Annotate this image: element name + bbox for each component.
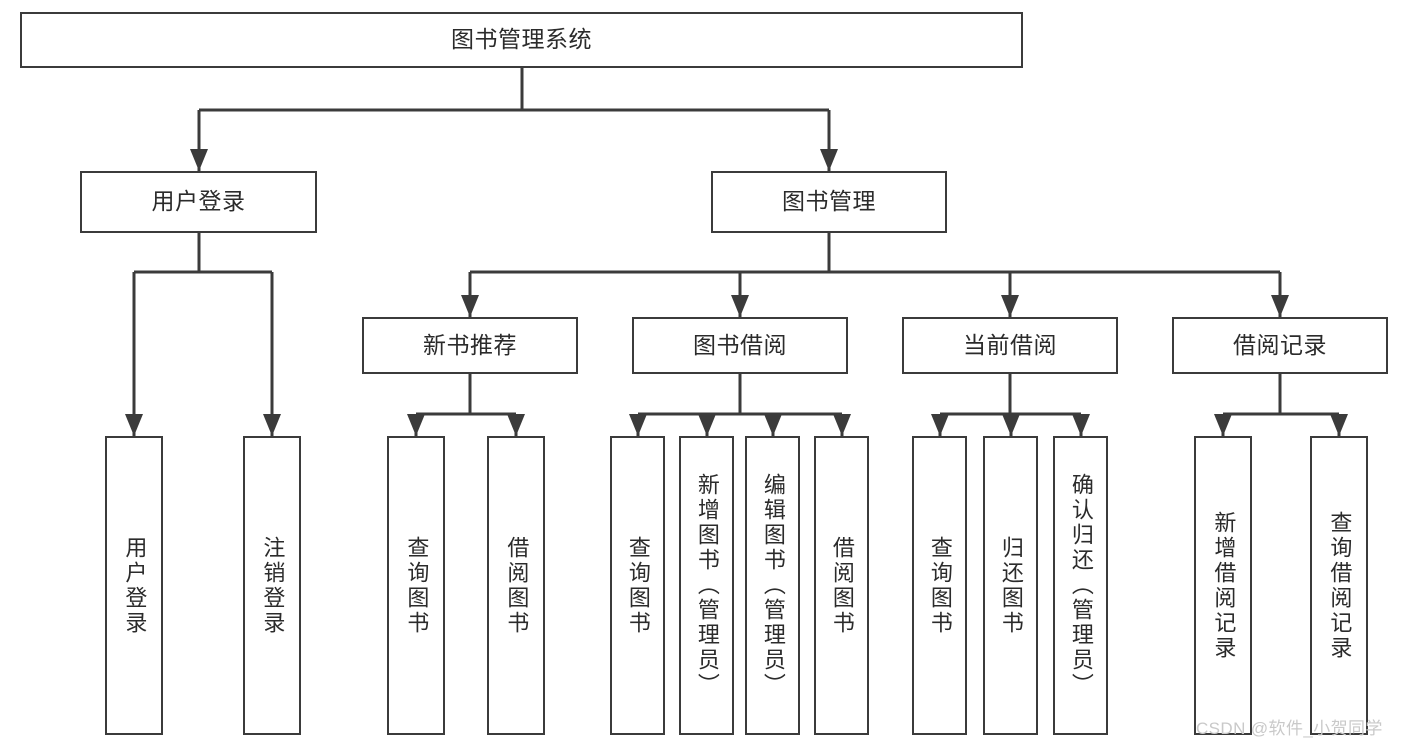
- node-leaf-query-book-3[interactable]: 查询图书: [912, 436, 967, 735]
- node-leaf-query-borrow-record[interactable]: 查询借阅记录: [1310, 436, 1368, 735]
- arrowhead-leaf-add-book-admin: [698, 414, 716, 436]
- edges-group: [125, 68, 1348, 436]
- arrowhead-leaf-return-book: [1002, 414, 1020, 436]
- node-label-root: 图书管理系统: [451, 26, 592, 53]
- node-label-leaf-edit-book-admin: 编辑图书（管理员）: [760, 473, 786, 698]
- arrowhead-leaf-query-borrow-record: [1330, 414, 1348, 436]
- node-leaf-add-book-admin[interactable]: 新增图书（管理员）: [679, 436, 734, 735]
- node-label-leaf-query-borrow-record: 查询借阅记录: [1327, 510, 1353, 661]
- node-leaf-query-book-2[interactable]: 查询图书: [610, 436, 665, 735]
- node-leaf-edit-book-admin[interactable]: 编辑图书（管理员）: [745, 436, 800, 735]
- node-label-leaf-add-borrow-record: 新增借阅记录: [1211, 510, 1237, 661]
- arrowhead-leaf-query-book-1: [407, 414, 425, 436]
- arrowhead-leaf-confirm-return-admin: [1072, 414, 1090, 436]
- node-leaf-user-logout[interactable]: 注销登录: [243, 436, 301, 735]
- arrowhead-borrow-record: [1271, 295, 1289, 317]
- arrowhead-leaf-edit-book-admin: [764, 414, 782, 436]
- arrowhead-book-borrow: [731, 295, 749, 317]
- node-label-user-login: 用户登录: [151, 188, 246, 215]
- node-label-leaf-return-book: 归还图书: [998, 535, 1024, 636]
- node-label-leaf-borrow-book-1: 借阅图书: [504, 535, 530, 636]
- node-new-book-recommend[interactable]: 新书推荐: [362, 317, 578, 374]
- arrowhead-leaf-borrow-book-2: [833, 414, 851, 436]
- arrowhead-leaf-borrow-book-1: [507, 414, 525, 436]
- node-label-new-book-recommend: 新书推荐: [423, 331, 517, 358]
- node-leaf-borrow-book-1[interactable]: 借阅图书: [487, 436, 545, 735]
- node-label-current-borrow: 当前借阅: [963, 331, 1057, 358]
- node-label-book-management: 图书管理: [782, 188, 876, 215]
- node-label-leaf-user-login: 用户登录: [122, 535, 148, 636]
- node-book-management[interactable]: 图书管理: [711, 171, 947, 233]
- arrowhead-leaf-user-login: [125, 414, 143, 436]
- node-user-login[interactable]: 用户登录: [80, 171, 317, 233]
- node-label-leaf-query-book-1: 查询图书: [404, 535, 430, 636]
- node-label-leaf-add-book-admin: 新增图书（管理员）: [694, 473, 720, 698]
- arrowhead-user-login: [190, 149, 208, 171]
- node-leaf-user-login[interactable]: 用户登录: [105, 436, 163, 735]
- node-leaf-add-borrow-record[interactable]: 新增借阅记录: [1194, 436, 1252, 735]
- node-current-borrow[interactable]: 当前借阅: [902, 317, 1118, 374]
- node-label-leaf-query-book-3: 查询图书: [927, 535, 953, 636]
- node-label-book-borrow: 图书借阅: [693, 331, 787, 358]
- node-label-leaf-user-logout: 注销登录: [260, 535, 286, 636]
- arrowhead-leaf-query-book-3: [931, 414, 949, 436]
- node-book-borrow[interactable]: 图书借阅: [632, 317, 848, 374]
- arrowhead-book-management: [820, 149, 838, 171]
- node-label-leaf-borrow-book-2: 借阅图书: [829, 535, 855, 636]
- node-label-leaf-query-book-2: 查询图书: [625, 535, 651, 636]
- arrowhead-current-borrow: [1001, 295, 1019, 317]
- node-root[interactable]: 图书管理系统: [20, 12, 1023, 68]
- arrowhead-new-book-recommend: [461, 295, 479, 317]
- node-leaf-return-book[interactable]: 归还图书: [983, 436, 1038, 735]
- node-label-leaf-confirm-return-admin: 确认归还（管理员）: [1068, 473, 1094, 698]
- node-borrow-record[interactable]: 借阅记录: [1172, 317, 1388, 374]
- node-leaf-confirm-return-admin[interactable]: 确认归还（管理员）: [1053, 436, 1108, 735]
- node-leaf-query-book-1[interactable]: 查询图书: [387, 436, 445, 735]
- node-leaf-borrow-book-2[interactable]: 借阅图书: [814, 436, 869, 735]
- node-label-borrow-record: 借阅记录: [1233, 331, 1327, 358]
- arrowhead-leaf-add-borrow-record: [1214, 414, 1232, 436]
- arrowhead-leaf-query-book-2: [629, 414, 647, 436]
- arrowhead-leaf-user-logout: [263, 414, 281, 436]
